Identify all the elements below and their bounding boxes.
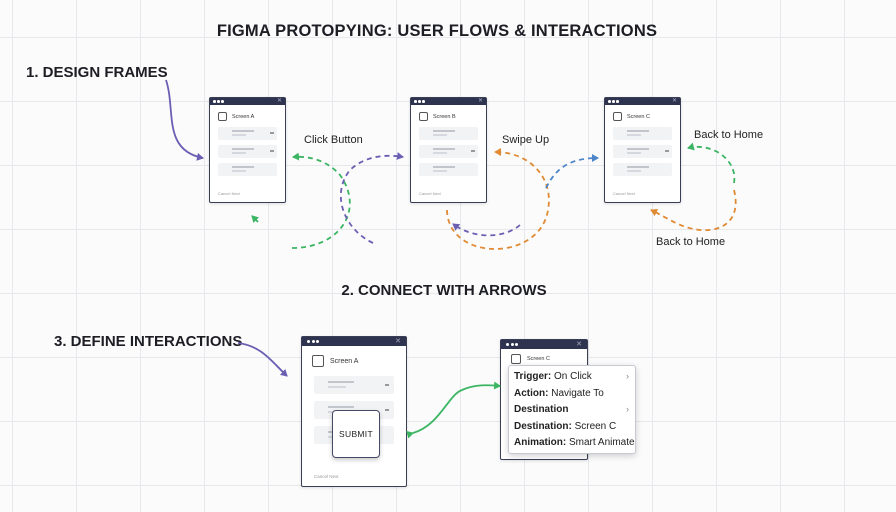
destination-label: Destination: [514, 404, 569, 416]
close-icon: ✕: [477, 98, 483, 104]
animation-value: Smart Animate: [569, 437, 635, 449]
step-define-interactions: 3. DEFINE INTERACTIONS: [54, 333, 243, 350]
list-item: [613, 163, 672, 176]
step-connect-arrows: 2. CONNECT WITH ARROWS: [341, 282, 547, 299]
action-row[interactable]: Action: Navigate To: [514, 388, 635, 405]
submit-button[interactable]: SUBMIT: [332, 410, 380, 458]
window-dots-icon: [608, 100, 620, 118]
list-item: [218, 127, 277, 140]
checkbox-icon: [419, 112, 428, 121]
chevron-right-icon: ›: [626, 404, 629, 415]
frame-name: Screen C: [527, 356, 550, 362]
arrow-green-submit-link: [406, 381, 501, 439]
frame-footer: Cancel Next: [314, 474, 339, 479]
list-item: [218, 163, 277, 176]
frame-title-bar: ✕: [501, 340, 587, 349]
destination-value-row[interactable]: Destination: Screen C: [514, 421, 635, 438]
arrow-green-back-home: [687, 142, 736, 184]
animation-row[interactable]: Animation: Smart Animate: [514, 437, 635, 454]
frame-title-bar: ✕: [605, 98, 680, 105]
window-dots-icon: [307, 340, 321, 358]
chevron-right-icon: ›: [626, 371, 629, 381]
action-key: Action:: [514, 387, 549, 399]
frame-name: Screen A: [232, 113, 255, 120]
frame-detail-screen-a[interactable]: ✕ Screen A SUBMIT Cancel Next: [301, 336, 407, 487]
list-item: [613, 127, 672, 140]
trigger-value: On Click: [554, 371, 592, 382]
close-icon: ✕: [395, 338, 401, 345]
list-item: [419, 127, 478, 140]
frame-footer: Cancel Next: [419, 191, 441, 196]
frame-title-bar: ✕: [210, 98, 285, 105]
frame-name: Screen C: [627, 113, 650, 120]
frame-screen-c[interactable]: ✕ Screen C Cancel Next: [604, 97, 681, 203]
action-value: Navigate To: [551, 387, 604, 399]
close-icon: ✕: [671, 98, 677, 104]
animation-key: Animation:: [514, 437, 567, 449]
frame-footer: Cancel Next: [613, 191, 635, 196]
arrow-purple-a-to-b: [340, 152, 404, 244]
arrow-blue-b-to-c: [545, 154, 599, 189]
arrow-purple-b-loop: [452, 223, 521, 237]
arrow-orange-swipe: [446, 148, 550, 250]
label-swipe-up: Swipe Up: [502, 134, 550, 146]
list-item: [419, 163, 478, 176]
frame-screen-a[interactable]: ✕ Screen A Cancel Next: [209, 97, 286, 203]
step-design-frames: 1. DESIGN FRAMES: [26, 64, 168, 81]
list-item: [314, 376, 394, 394]
destination-key: Destination:: [514, 420, 572, 432]
close-icon: ✕: [576, 341, 582, 348]
list-item: [419, 145, 478, 158]
window-dots-icon: [506, 343, 520, 361]
destination-value: Screen C: [574, 420, 617, 432]
frame-name: Screen A: [330, 357, 359, 365]
checkbox-icon: [312, 355, 324, 367]
frame-screen-b[interactable]: ✕ Screen B Cancel Next: [410, 97, 487, 203]
window-dots-icon: [213, 100, 225, 118]
frame-title-bar: ✕: [302, 337, 406, 346]
arrow-step3-pointer: [237, 342, 288, 377]
frame-footer: Cancel Next: [218, 191, 240, 196]
list-item: [613, 145, 672, 158]
arrow-green-small: [251, 215, 260, 224]
checkbox-icon: [511, 354, 521, 364]
interaction-panel[interactable]: Trigger: On Click › Action: Navigate To …: [508, 365, 636, 454]
trigger-row[interactable]: Trigger: On Click ›: [514, 371, 635, 388]
window-dots-icon: [414, 100, 426, 118]
frame-title-bar: ✕: [411, 98, 486, 105]
arrow-orange-back-home: [650, 189, 737, 232]
label-back-to-home-top: Back to Home: [694, 129, 764, 141]
list-item: [218, 145, 277, 158]
diagram-title: FIGMA PROTOPYING: USER FLOWS & INTERACTI…: [216, 22, 658, 40]
close-icon: ✕: [276, 98, 282, 104]
trigger-key: Trigger:: [514, 371, 552, 382]
destination-row[interactable]: Destination ›: [514, 404, 635, 421]
label-back-to-home-bottom: Back to Home: [656, 236, 726, 248]
checkbox-icon: [613, 112, 622, 121]
arrow-step1-pointer: [165, 79, 204, 161]
label-click-button: Click Button: [304, 134, 363, 146]
checkbox-icon: [218, 112, 227, 121]
arrow-green-click: [291, 152, 351, 249]
frame-name: Screen B: [433, 113, 456, 120]
